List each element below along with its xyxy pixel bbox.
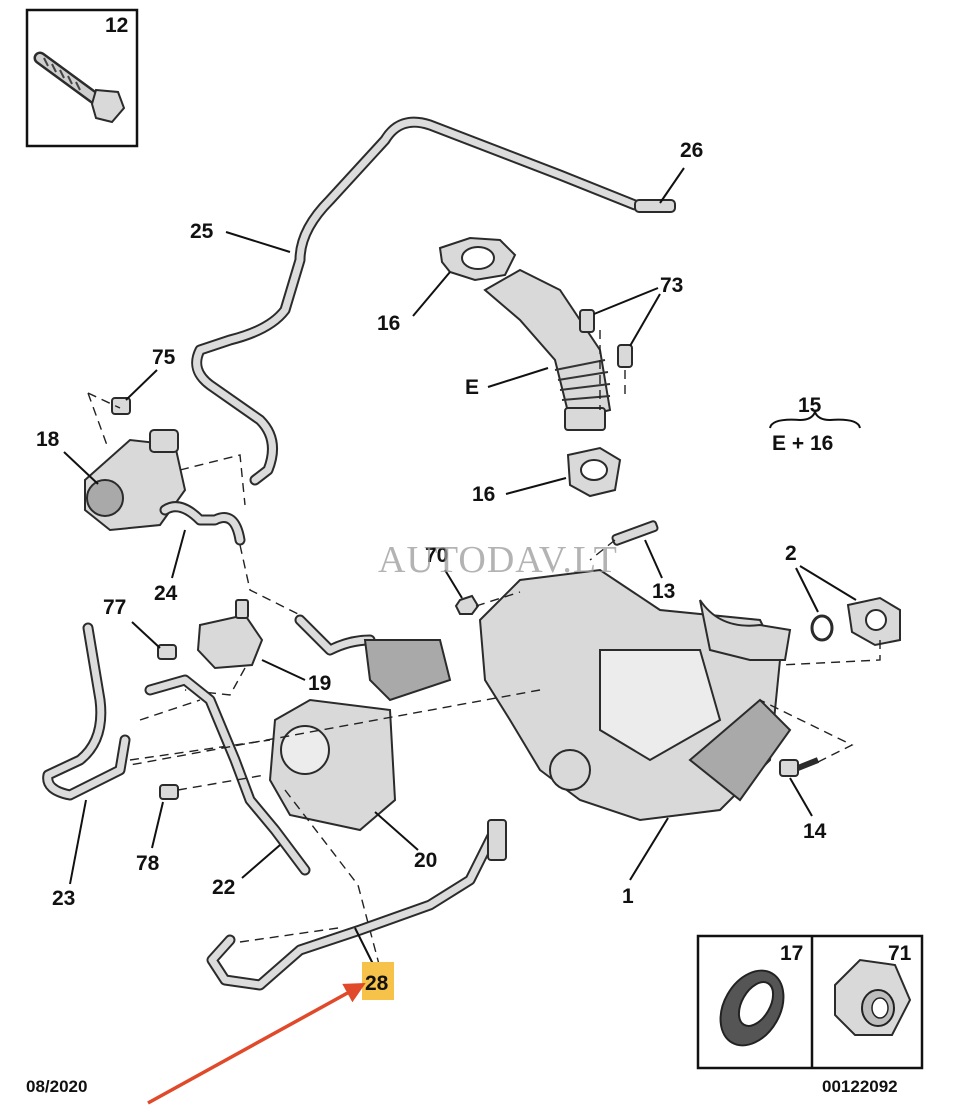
inset-box-12: 12 [25, 8, 139, 148]
callout-20: 20 [414, 849, 437, 872]
sensor-19-icon [196, 599, 264, 670]
callout-16-top: 16 [377, 312, 400, 335]
bolt-75-icon [111, 397, 131, 415]
pointer-arrow [147, 982, 366, 1105]
gasket-16-top-icon [438, 236, 517, 282]
callout-71: 71 [888, 942, 912, 965]
stud-13-icon [611, 520, 659, 546]
bolt-78-icon [159, 774, 266, 800]
hose-22 [144, 674, 311, 876]
formula-expression: E + 16 [772, 432, 833, 455]
nut-71-icon [834, 958, 912, 1036]
watermark: AUTODAV.LT [378, 539, 618, 581]
callout-18: 18 [36, 428, 60, 451]
callout-16-bottom: 16 [472, 483, 495, 506]
bolt-77-icon [157, 644, 177, 660]
callout-70: 70 [425, 544, 448, 567]
callout-24: 24 [154, 582, 178, 605]
callout-77: 77 [103, 596, 126, 619]
callout-26: 26 [680, 139, 703, 162]
formula-label: 15 [798, 394, 822, 417]
gasket-16-bottom-icon [566, 446, 622, 498]
callout-73: 73 [660, 274, 683, 297]
callout-13: 13 [652, 580, 675, 603]
hose-upper-throttle [294, 614, 376, 656]
callout-23: 23 [52, 887, 75, 910]
throttle-body-20-icon [268, 639, 452, 832]
callout-75: 75 [152, 346, 176, 369]
actuator-18-icon [84, 429, 187, 532]
callout-14: 14 [803, 820, 827, 843]
callout-78: 78 [136, 852, 160, 875]
bolt-73-icon [579, 309, 633, 368]
callout-19: 19 [308, 672, 331, 695]
callout-2: 2 [785, 542, 797, 565]
bolt-icon [33, 51, 126, 124]
elbow-pipe-e-icon [483, 268, 612, 431]
footer-diagram-code: 00122092 [822, 1077, 898, 1096]
connector-icon [487, 819, 507, 861]
callout-e: E [465, 376, 479, 399]
callout-1: 1 [622, 885, 634, 908]
brace-icon [769, 409, 861, 429]
gasket-2-icon [810, 596, 901, 647]
pipe-23 [42, 622, 131, 801]
bolt-14-icon [779, 757, 820, 777]
callout-28-highlight [362, 962, 394, 1000]
inset-box-17-71: 17 71 [696, 934, 924, 1070]
hose-24 [159, 501, 246, 546]
callout-28: 28 [365, 972, 389, 995]
nut-70-icon [454, 594, 480, 615]
pipe-25 [191, 116, 676, 486]
fitting-26-icon [634, 199, 676, 213]
egr-cooler-1-icon [478, 568, 792, 822]
washer-17-icon [719, 969, 785, 1047]
callout-25: 25 [190, 220, 214, 243]
wiring-harness-28 [206, 819, 507, 991]
footer-date: 08/2020 [26, 1077, 87, 1096]
callout-22: 22 [212, 876, 235, 899]
callout-17: 17 [780, 942, 803, 965]
callout-12: 12 [105, 14, 128, 37]
